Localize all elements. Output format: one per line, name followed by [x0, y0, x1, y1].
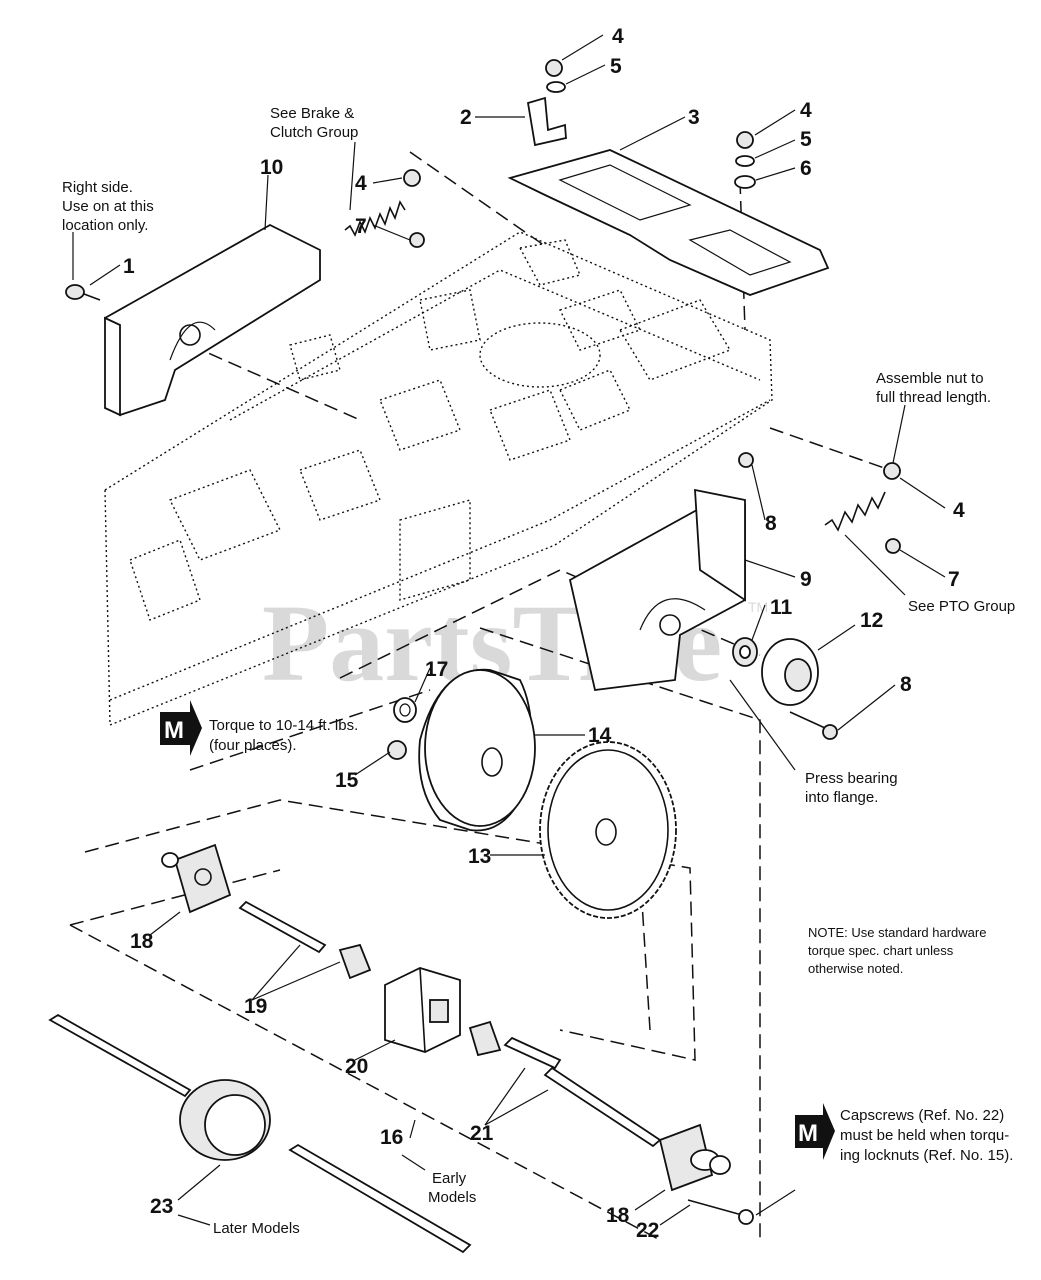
svg-text:Use on at this: Use on at this: [62, 198, 154, 215]
svg-text:torque spec. chart unless: torque spec. chart unless: [808, 943, 954, 958]
svg-text:Right side.: Right side.: [62, 179, 133, 196]
note-pto-group: See PTO Group: [908, 598, 1015, 615]
part-15-locknut: [387, 740, 407, 760]
part-10-bracket: [104, 223, 321, 417]
callout-4: 4: [612, 25, 624, 48]
note-brake-clutch: See Brake & Clutch Group: [270, 105, 358, 141]
svg-text:Early: Early: [432, 1170, 467, 1187]
callout-18: 18: [606, 1204, 630, 1227]
note-press-bearing: Press bearing into flange.: [805, 770, 898, 806]
svg-text:See Brake &: See Brake &: [270, 105, 354, 122]
svg-text:Models: Models: [428, 1189, 476, 1206]
svg-text:M: M: [798, 1120, 818, 1147]
svg-text:Torque to 10-14 ft. lbs.: Torque to 10-14 ft. lbs.: [209, 717, 358, 734]
callout-21: 21: [470, 1122, 494, 1145]
callout-5: 5: [800, 128, 812, 151]
part-18-plate-lower: [658, 1123, 731, 1192]
part-8-bolts: [738, 452, 838, 740]
svg-text:ing locknuts (Ref. No. 15).: ing locknuts (Ref. No. 15).: [840, 1147, 1013, 1164]
m-symbol-icon: [795, 1103, 835, 1160]
capscrews-note: M Capscrews (Ref. No. 22) must be held w…: [795, 1103, 1013, 1164]
part-9-bracket: [568, 488, 746, 691]
part-20-housing: [384, 967, 461, 1053]
callout-9: 9: [800, 568, 812, 591]
watermark-trademark: TM: [748, 599, 768, 615]
svg-text:Capscrews (Ref. No. 22): Capscrews (Ref. No. 22): [840, 1107, 1004, 1124]
springs: [344, 200, 901, 554]
svg-text:Press bearing: Press bearing: [805, 770, 898, 787]
svg-text:NOTE: Use standard hardware: NOTE: Use standard hardware: [808, 925, 986, 940]
note-hardware: NOTE: Use standard hardware torque spec.…: [808, 925, 986, 976]
callout-numbers: 4 5 2 3 4 5 6 4 7 10 1 4 7 8 9 11 12 8 1…: [123, 25, 965, 1242]
callout-12: 12: [860, 609, 883, 632]
svg-text:into flange.: into flange.: [805, 789, 878, 806]
part-1-fitting: [65, 284, 101, 301]
callout-20: 20: [345, 1055, 368, 1078]
note-right-side: Right side. Use on at this location only…: [62, 179, 154, 234]
callout-14: 14: [588, 724, 612, 747]
note-early-models: Early Models: [428, 1170, 476, 1206]
callout-4: 4: [953, 499, 965, 522]
callout-18: 18: [130, 930, 154, 953]
m-symbol-icon: [160, 700, 202, 756]
svg-text:full thread length.: full thread length.: [876, 389, 991, 406]
callout-13: 13: [468, 845, 491, 868]
callout-19: 19: [244, 995, 267, 1018]
svg-text:must be held when torqu-: must be held when torqu-: [840, 1127, 1009, 1144]
part-23-differential: [48, 1013, 472, 1254]
note-assemble-nut: Assemble nut to full thread length.: [876, 370, 991, 406]
svg-text:Assemble nut to: Assemble nut to: [876, 370, 984, 387]
part-3-plate: [507, 149, 830, 296]
part-12-flange: [761, 638, 819, 706]
callout-4: 4: [800, 99, 812, 122]
callout-2: 2: [460, 106, 472, 129]
part-19-shaft: [238, 900, 372, 980]
svg-text:otherwise noted.: otherwise noted.: [808, 961, 903, 976]
part-21-shaft: [468, 1020, 662, 1148]
callout-4: 4: [355, 172, 367, 195]
callout-7: 7: [948, 568, 960, 591]
callout-16: 16: [380, 1126, 403, 1149]
note-later-models: Later Models: [213, 1220, 300, 1237]
callout-15: 15: [335, 769, 359, 792]
svg-text:location only.: location only.: [62, 217, 148, 234]
part-11-bearing: [732, 637, 758, 667]
svg-text:M: M: [164, 717, 184, 744]
callout-10: 10: [260, 156, 283, 179]
callout-8: 8: [900, 673, 912, 696]
callout-1: 1: [123, 255, 135, 278]
callout-22: 22: [636, 1219, 659, 1242]
part-17-washer: [393, 697, 417, 723]
leader-lines: [72, 34, 946, 1226]
top-hardware: [403, 59, 756, 248]
part-2-bracket: [526, 96, 567, 147]
callout-3: 3: [688, 106, 700, 129]
callout-8: 8: [765, 512, 777, 535]
part-13-sprocket: [539, 741, 677, 919]
svg-text:(four places).: (four places).: [209, 737, 297, 754]
svg-text:Clutch Group: Clutch Group: [270, 124, 358, 141]
callout-7: 7: [355, 215, 367, 238]
part-18-plate-upper: [161, 843, 232, 914]
callout-17: 17: [425, 658, 448, 681]
chassis-frame: [104, 231, 773, 727]
callout-11: 11: [770, 596, 793, 619]
part-14-pulley: [418, 668, 536, 832]
part-22-capscrew: [687, 1199, 754, 1225]
callout-5: 5: [610, 55, 622, 78]
callout-6: 6: [800, 157, 812, 180]
callout-23: 23: [150, 1195, 173, 1218]
torque-note: M Torque to 10-14 ft. lbs. (four places)…: [160, 700, 358, 756]
